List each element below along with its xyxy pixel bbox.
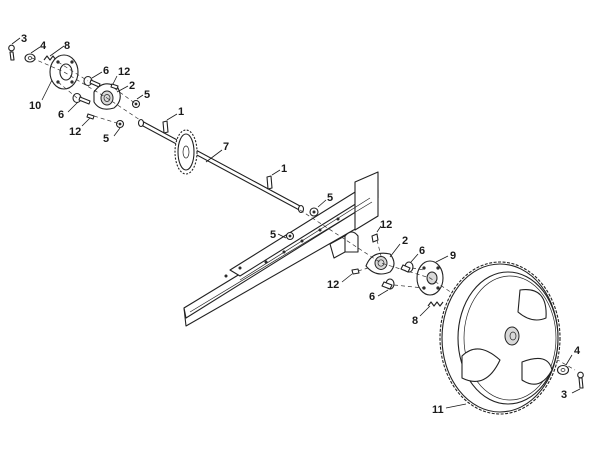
screw-left-12a [110, 83, 119, 90]
hub-left [49, 54, 79, 90]
washer-left [24, 53, 36, 63]
nut-left-5b [115, 119, 125, 129]
cotter-pin-right [577, 371, 584, 389]
label-5-frame: 5 [270, 229, 276, 241]
label-1-lower: 1 [281, 163, 287, 175]
label-6-left-lower: 6 [58, 109, 64, 121]
screw-left-12b [86, 113, 95, 120]
screw-right-12a [371, 233, 379, 243]
spring-right [427, 301, 444, 307]
washer-axle-5 [309, 207, 319, 217]
label-11: 11 [432, 404, 444, 416]
label-2-left: 2 [129, 80, 135, 92]
wheel [439, 261, 561, 415]
washer-right [556, 364, 570, 376]
nut-frame-5 [285, 231, 295, 241]
label-6-left-upper: 6 [103, 65, 109, 77]
label-10: 10 [29, 100, 41, 112]
label-1-upper: 1 [178, 106, 184, 118]
label-2-right: 2 [402, 235, 408, 247]
label-3-top: 3 [21, 33, 27, 45]
label-12-left-upper: 12 [118, 66, 130, 78]
bearing-flange-right [365, 252, 395, 275]
label-5-left-lower: 5 [103, 133, 109, 145]
pin-lower [266, 175, 273, 190]
label-4-right: 4 [574, 345, 581, 357]
label-12-right-upper: 12 [380, 219, 392, 231]
label-12-right-lower: 12 [327, 279, 339, 291]
pin-upper [162, 120, 169, 134]
label-8-right: 8 [412, 315, 418, 327]
label-6-right-upper: 6 [419, 245, 425, 257]
label-7: 7 [223, 141, 229, 153]
label-4-top: 4 [40, 40, 47, 52]
bolt-right-lower [381, 278, 395, 290]
bolt-right-upper [400, 261, 414, 273]
label-12-left-lower: 12 [69, 126, 81, 138]
label-5-axle: 5 [327, 192, 333, 204]
frame-bracket [183, 171, 379, 327]
label-5-left-upper: 5 [144, 89, 150, 101]
screw-right-12b [351, 268, 360, 275]
sprocket-gear [174, 129, 198, 175]
label-3-right: 3 [561, 389, 567, 401]
cotter-pin-left [8, 44, 15, 61]
bolt-left-upper [83, 75, 101, 88]
label-9: 9 [450, 250, 456, 262]
label-8-top: 8 [64, 40, 70, 52]
axle-shaft [137, 118, 305, 214]
nut-left-5a [131, 99, 141, 109]
label-6-right-lower: 6 [369, 291, 375, 303]
bolt-left-lower [72, 92, 91, 105]
